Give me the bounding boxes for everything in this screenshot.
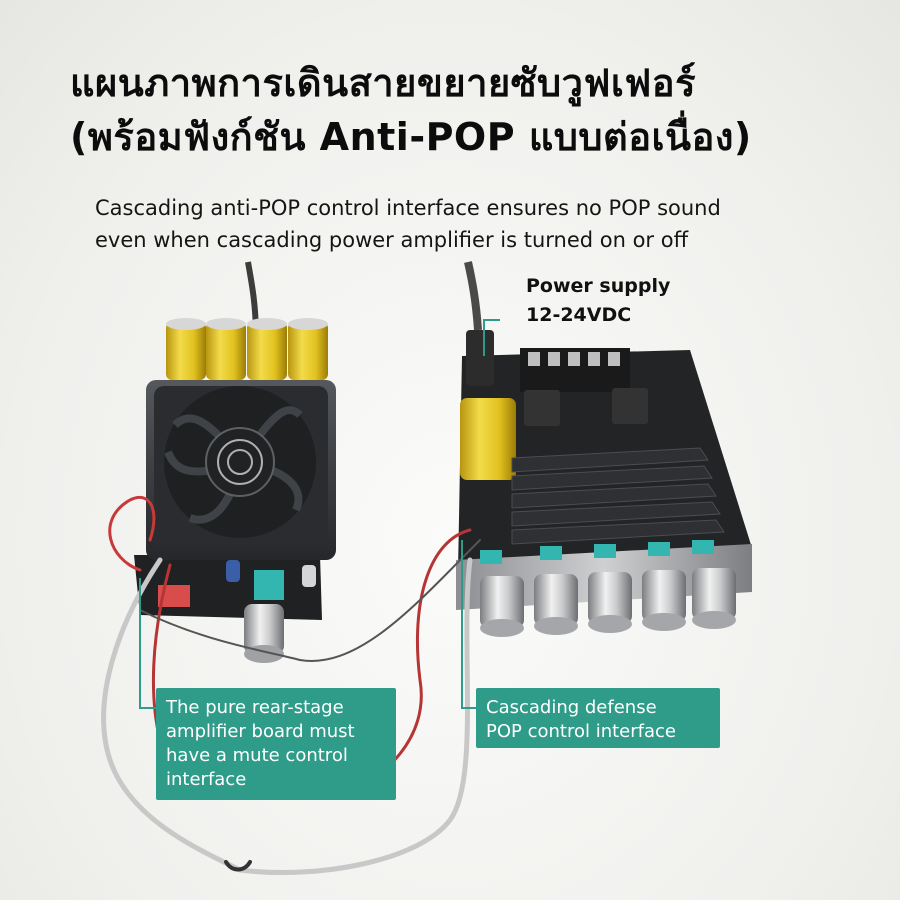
callout-left-line-2: amplifier board must <box>166 721 355 742</box>
subtitle-line-2: even when cascading power amplifier is t… <box>95 228 689 252</box>
capacitor-row <box>166 318 328 380</box>
callout-connectors <box>139 319 500 709</box>
heatsink-fins <box>511 447 725 545</box>
callout-left-line-1: The pure rear-stage <box>166 697 344 718</box>
subtitle-line-1: Cascading anti-POP control interface ens… <box>95 196 721 220</box>
callout-left-line-4: interface <box>166 769 247 790</box>
callout-right-line-1: Cascading defense <box>486 697 657 718</box>
title-line-2: (พร้อมฟังก์ชัน Anti-POP แบบต่อเนื่อง) <box>70 115 752 159</box>
left-volume-knob <box>244 604 284 654</box>
power-supply-title: Power supply <box>526 275 671 297</box>
right-amplifier-board <box>456 330 752 637</box>
teal-potentiometer <box>254 570 284 600</box>
red-switch <box>158 585 190 607</box>
title-line-1: แผนภาพการเดินสายขยายซับวูฟเฟอร์ <box>70 61 696 105</box>
knob-row <box>480 568 736 637</box>
left-amplifier-board <box>134 318 336 663</box>
callout-left-line-3: have a mute control <box>166 745 348 766</box>
power-supply-label: Power supply 12-24VDC <box>526 272 670 330</box>
subtitle: Cascading anti-POP control interface ens… <box>95 192 855 256</box>
power-supply-voltage: 12-24VDC <box>526 304 632 326</box>
callout-pop-interface: Cascading defense POP control interface <box>476 688 720 748</box>
callout-mute-interface: The pure rear-stage amplifier board must… <box>156 688 396 800</box>
right-capacitor <box>460 398 516 480</box>
callout-right-line-2: POP control interface <box>486 721 676 742</box>
page-title: แผนภาพการเดินสายขยายซับวูฟเฟอร์ (พร้อมฟั… <box>70 56 870 164</box>
power-cable-right <box>464 261 482 331</box>
